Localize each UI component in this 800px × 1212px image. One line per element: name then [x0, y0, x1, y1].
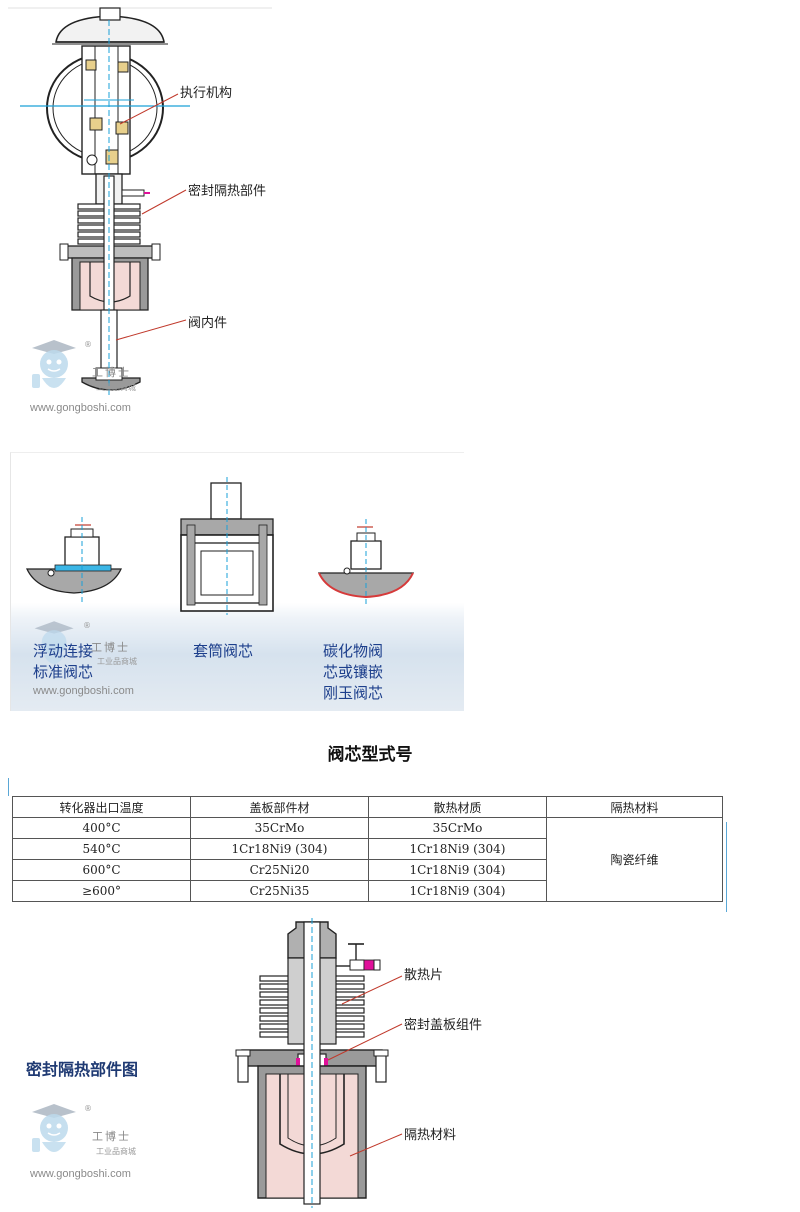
- table-header-row: 转化器出口温度 盖板部件材 散热材质 隔热材料: [12, 796, 723, 818]
- table-row: ≥600° Cr25Ni35 1Cr18Ni9 (304): [12, 880, 723, 902]
- label-carbide-core: 碳化物阀 芯或镶嵌 刚玉阀芯: [323, 642, 384, 702]
- actuator-assembly-drawing: [8, 7, 272, 395]
- watermark-registered-mark: ®: [84, 1104, 92, 1113]
- callout-fins: 散热片: [404, 968, 444, 983]
- header-radiator-material: 散热材质: [368, 796, 547, 818]
- core-type-title: 阀芯型式号: [327, 745, 413, 765]
- label-sleeve-core: 套筒阀芯: [193, 642, 254, 660]
- table-row: 400°C 35CrMo 35CrMo 陶瓷纤维: [12, 817, 723, 902]
- table-row: 540°C 1Cr18Ni9 (304) 1Cr18Ni9 (304): [12, 838, 723, 860]
- watermark-registered-mark: ®: [83, 621, 91, 630]
- table-cell: 1Cr18Ni9 (304): [368, 859, 547, 881]
- callout-seal-insulation: 密封隔热部件: [188, 184, 267, 199]
- edge-tick: [8, 778, 9, 796]
- watermark-brand-name: 工博士: [92, 1130, 131, 1143]
- table-cell: 1Cr18Ni9 (304): [368, 880, 547, 902]
- callout-valve-internals: 阀内件: [188, 316, 228, 331]
- watermark-registered-mark: ®: [84, 340, 92, 349]
- table-cell: Cr25Ni20: [190, 859, 369, 881]
- table-cell: 600°C: [12, 859, 191, 881]
- valve-core-drawings: [25, 477, 415, 615]
- callout-actuator: 执行机构: [180, 86, 233, 101]
- table-cell: Cr25Ni35: [190, 880, 369, 902]
- callout-bonnet-assembly: 密封盖板组件: [404, 1018, 483, 1033]
- table-cell: 1Cr18Ni9 (304): [190, 838, 369, 860]
- carbide-core-drawing: [317, 519, 415, 605]
- table-cell: 1Cr18Ni9 (304): [368, 838, 547, 860]
- gongboshi-mascot-icon: [32, 340, 76, 388]
- gongboshi-mascot-icon: [32, 1104, 76, 1152]
- watermark-subtitle: 工业品商城: [97, 657, 137, 666]
- valve-core-panel: ® 工博士 工业品商城 www.gongboshi.com 浮动连接 标准阀芯 …: [10, 452, 464, 711]
- callout-insulation: 隔热材料: [404, 1128, 457, 1143]
- floating-core-drawing: [25, 517, 123, 603]
- watermark-subtitle: 工业品商城: [96, 1147, 136, 1156]
- table-row: 600°C Cr25Ni20 1Cr18Ni9 (304): [12, 859, 723, 881]
- table-cell: ≥600°: [12, 880, 191, 902]
- watermark-brand-name: 工博士: [91, 641, 130, 654]
- watermark-subtitle: 工业品商城: [96, 383, 136, 392]
- watermark-brand-name: 工博士: [92, 366, 131, 379]
- merged-insulation-cell: 陶瓷纤维: [546, 817, 723, 902]
- table-cell: 540°C: [12, 838, 191, 860]
- table-cell: 400°C: [12, 817, 191, 839]
- gongboshi-mascot-icon: [34, 621, 74, 664]
- header-insulation-material: 隔热材料: [546, 796, 723, 818]
- table-cell: 35CrMo: [368, 817, 547, 839]
- watermark-url: www.gongboshi.com: [30, 402, 131, 414]
- header-outlet-temperature: 转化器出口温度: [12, 796, 191, 818]
- seal-insulation-drawing: [235, 918, 403, 1208]
- seal-diagram-title: 密封隔热部件图: [26, 1060, 139, 1079]
- material-table: 转化器出口温度 盖板部件材 散热材质 隔热材料 400°C 35CrMo 35C…: [12, 796, 723, 902]
- sleeve-core-drawing: [180, 477, 274, 615]
- edge-tick: [726, 822, 727, 912]
- label-floating-core: 浮动连接 标准阀芯: [33, 642, 94, 681]
- watermark-url: www.gongboshi.com: [30, 1168, 131, 1180]
- watermark-url: www.gongboshi.com: [33, 685, 134, 697]
- header-bonnet-material: 盖板部件材: [190, 796, 369, 818]
- table-cell: 35CrMo: [190, 817, 369, 839]
